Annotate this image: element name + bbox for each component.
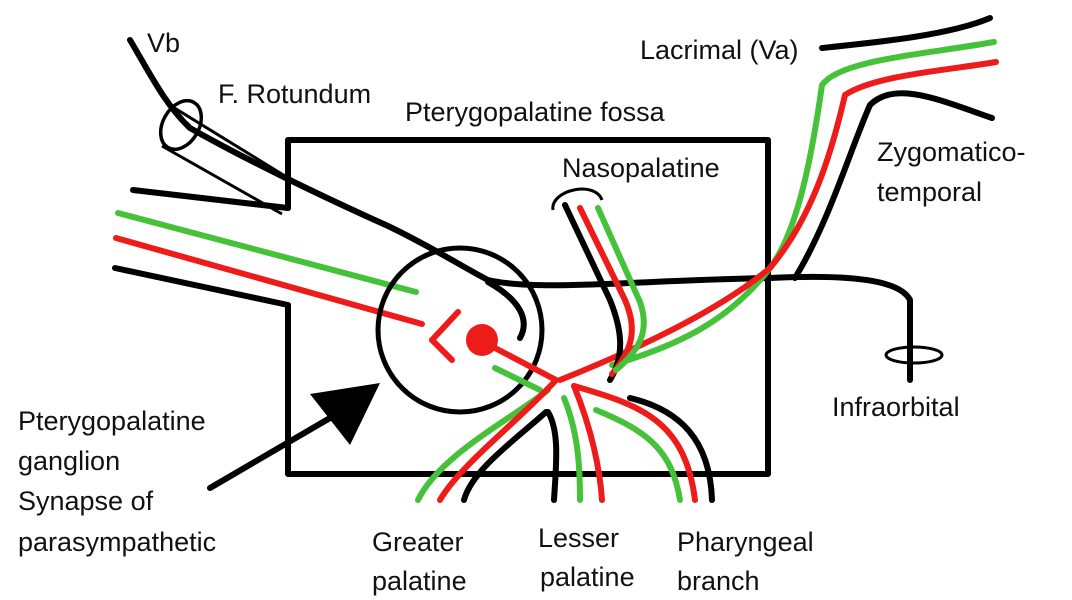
pharyngeal-label-line1: Pharyngeal: [677, 527, 814, 557]
nasopalatine-label: Nasopalatine: [562, 153, 720, 183]
greater-palatine-label-line2: palatine: [372, 566, 467, 596]
zygomatico-label-line1: Zygomatico-: [877, 137, 1026, 167]
greater-palatine-branch: [418, 380, 556, 500]
fossa-label: Pterygopalatine fossa: [405, 97, 666, 127]
ganglion-label-line3: Synapse of: [18, 486, 154, 516]
pharyngeal-label-line2: branch: [677, 566, 760, 596]
synapse-mark: [432, 312, 498, 360]
vb-label: Vb: [147, 28, 180, 58]
f-rotundum-label: F. Rotundum: [218, 79, 371, 109]
ganglion-label-line1: Pterygopalatine: [18, 406, 206, 436]
lesser-palatine-label-line1: Lesser: [538, 523, 619, 553]
greater-palatine-label-line1: Greater: [372, 527, 464, 557]
ganglion-circle: [378, 248, 542, 412]
lesser-palatine-label-line2: palatine: [540, 562, 635, 592]
lacrimal-label: Lacrimal (Va): [640, 35, 799, 65]
zygomatico-label-line2: temporal: [877, 177, 982, 207]
infraorbital-ring: [886, 347, 942, 363]
ganglion-label-line2: ganglion: [18, 446, 120, 476]
lacrimal-nerve: [822, 18, 990, 48]
lesser-palatine-branch: [548, 386, 602, 500]
infraorbital-label: Infraorbital: [832, 392, 960, 422]
canal-lower-wall: [115, 268, 288, 305]
ganglion-label-line4: parasympathetic: [18, 527, 216, 557]
